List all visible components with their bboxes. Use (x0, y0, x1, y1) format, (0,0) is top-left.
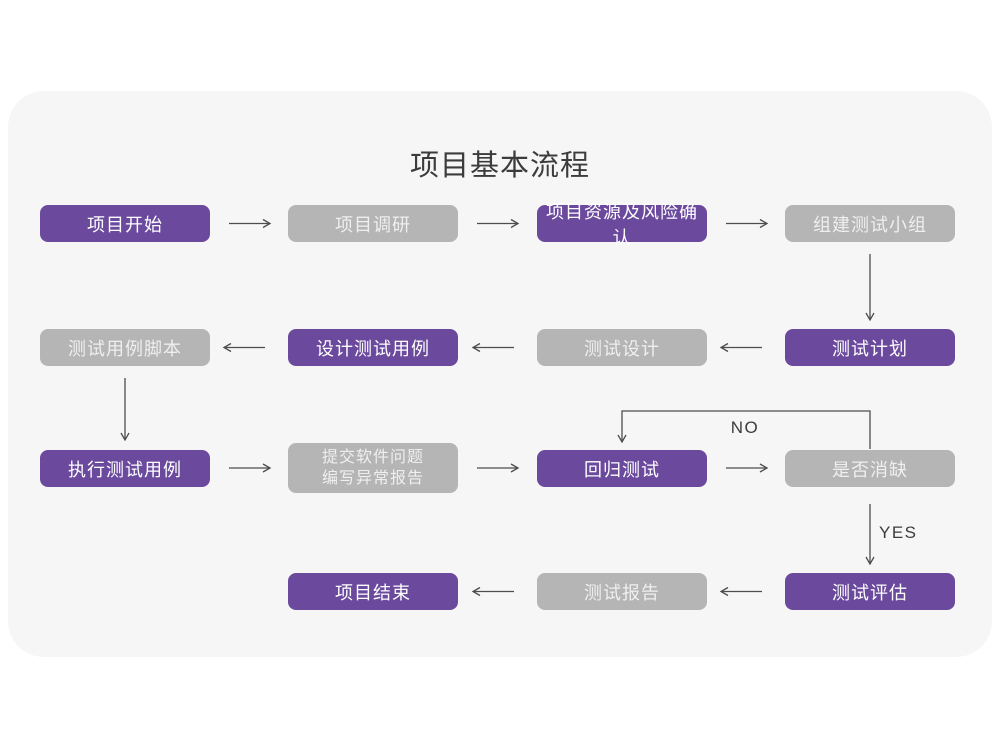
edge-label-yes-label: YES (879, 523, 918, 542)
flow-node-defect-cleared: 是否消缺 (785, 450, 955, 487)
flowchart-card (8, 91, 992, 657)
flow-node-test-plan: 测试计划 (785, 329, 955, 366)
flow-node-resource-risk: 项目资源及风险确认 (537, 202, 707, 248)
flow-node-test-evaluation: 测试评估 (785, 573, 955, 610)
flow-node-project-end: 项目结束 (288, 573, 458, 610)
flow-node-project-research: 项目调研 (288, 205, 458, 242)
flow-node-build-test-team: 组建测试小组 (785, 205, 955, 242)
flow-node-submit-issue: 提交软件问题 编写异常报告 (288, 443, 458, 493)
flow-node-project-start: 项目开始 (40, 205, 210, 242)
flow-node-regression-test: 回归测试 (537, 450, 707, 487)
flow-node-run-case: 执行测试用例 (40, 450, 210, 487)
flow-node-test-report: 测试报告 (537, 573, 707, 610)
page-title: 项目基本流程 (409, 150, 590, 182)
edge-label-no-label: NO (730, 418, 760, 437)
flow-node-design-case: 设计测试用例 (288, 329, 458, 366)
flow-node-test-design: 测试设计 (537, 329, 707, 366)
flow-node-case-script: 测试用例脚本 (40, 329, 210, 366)
